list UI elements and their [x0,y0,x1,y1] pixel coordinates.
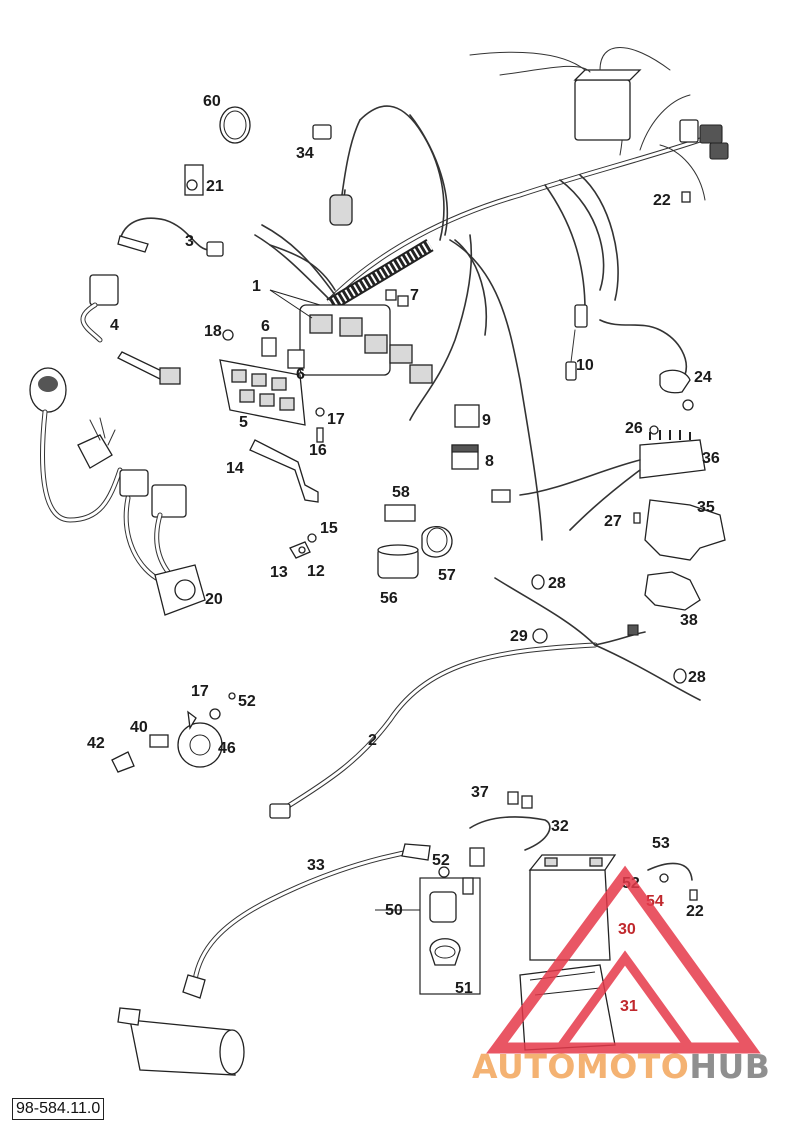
callout-7: 7 [410,287,419,304]
callout-27: 27 [604,513,622,530]
callout-35: 35 [697,499,715,516]
callout-8: 8 [485,453,494,470]
callout-37: 37 [471,784,489,801]
callout-28-upper: 28 [548,575,566,592]
callout-32: 32 [551,818,569,835]
callout-9: 9 [482,412,491,429]
horn-assembly [111,692,236,773]
callout-56: 56 [380,590,398,607]
callout-18: 18 [204,323,222,340]
callout-26: 26 [625,420,643,437]
callout-16: 16 [309,442,327,459]
callout-50: 50 [385,902,403,919]
callout-5: 5 [239,414,248,431]
leader-lines [269,289,420,911]
callout-31: 31 [620,998,638,1015]
watermark-logo: AUTOMOTOHUB [472,865,770,1086]
callout-38: 38 [680,612,698,629]
callout-57: 57 [438,567,456,584]
callout-20: 20 [205,591,223,608]
part-callouts: 60 34 21 3 22 1 7 4 18 6 6 10 24 5 17 16… [87,93,720,1015]
callout-40: 40 [130,719,148,736]
left-parts [29,106,480,616]
starter-cable-assembly [117,843,431,1076]
watermark-text-hub: HUB [689,1047,770,1086]
callout-60: 60 [203,93,221,110]
callout-30: 30 [618,921,636,938]
cable-harness-2 [269,577,701,819]
callout-17-upper: 17 [327,411,345,428]
callout-22-lower: 22 [686,903,704,920]
callout-52-horn: 52 [238,693,256,710]
callout-24: 24 [694,369,712,386]
document-code: 98-584.11.0 [12,1098,105,1120]
callout-53: 53 [652,835,670,852]
callout-33: 33 [307,857,325,874]
callout-52-relay: 52 [432,852,450,869]
callout-51: 51 [455,980,473,997]
middle-parts [289,504,453,579]
svg-text:AUTOMOTOHUB: AUTOMOTOHUB [472,1047,770,1086]
callout-1: 1 [252,278,261,295]
callout-58: 58 [392,484,410,501]
callout-2: 2 [368,732,377,749]
callout-42: 42 [87,735,105,752]
callout-22-top: 22 [653,192,671,209]
right-parts [491,191,726,684]
callout-3: 3 [185,233,194,250]
callout-13: 13 [270,564,288,581]
callout-14: 14 [226,460,244,477]
callout-17-lower: 17 [191,683,209,700]
callout-10: 10 [576,357,594,374]
callout-34: 34 [296,145,314,162]
callout-15: 15 [320,520,338,537]
callout-21: 21 [206,178,224,195]
main-wiring-harness [254,47,729,541]
callout-28-lower: 28 [688,669,706,686]
watermark-text-automoto: AUTOMOTO [472,1047,689,1086]
callout-6-lower: 6 [296,366,305,383]
callout-46: 46 [218,740,236,757]
callout-6-upper: 6 [261,318,270,335]
callout-4: 4 [110,317,119,334]
callout-12: 12 [307,563,325,580]
callout-29: 29 [510,628,528,645]
callout-36: 36 [702,450,720,467]
